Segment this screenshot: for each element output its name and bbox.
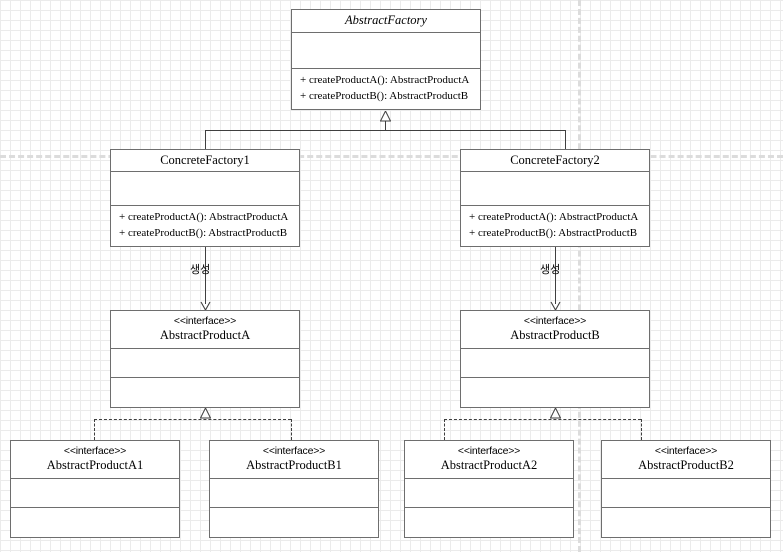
class-operations-abstract-product-a2	[405, 508, 573, 537]
edge-label-create-right: 생성	[540, 264, 561, 276]
class-stereotype-abstract-product-a1: <<interface>>	[63, 445, 127, 458]
operation-row: + createProductB(): AbstractProductB	[119, 227, 288, 240]
class-name-abstract-product-a2: AbstractProductA2	[440, 458, 538, 473]
operation-row: + createProductB(): AbstractProductB	[469, 227, 638, 240]
class-box-concrete-factory-1[interactable]: ConcreteFactory1 + createProductA(): Abs…	[110, 149, 300, 247]
class-header-abstract-factory: AbstractFactory	[292, 10, 480, 33]
class-stereotype-abstract-product-a2: <<interface>>	[457, 445, 521, 458]
class-name-abstract-product-b1: AbstractProductB1	[246, 458, 342, 473]
alignment-guide-vertical	[578, 0, 581, 552]
realization-drop-product-b2	[641, 419, 642, 440]
connector-to-concrete-factory-1	[205, 130, 206, 149]
dependency-arrowhead-right	[550, 301, 561, 311]
class-header-concrete-factory-2: ConcreteFactory2	[461, 150, 649, 172]
class-box-abstract-product-b2[interactable]: <<interface>> AbstractProductB2	[601, 440, 771, 538]
class-header-abstract-product-b1: <<interface>> AbstractProductB1	[210, 441, 378, 479]
realization-drop-product-a1	[94, 419, 95, 440]
class-attributes-abstract-product-b1	[210, 479, 378, 508]
class-stereotype-abstract-product-b2: <<interface>>	[654, 445, 718, 458]
connector-create-right	[555, 247, 556, 304]
class-operations-abstract-product-a	[111, 378, 299, 407]
class-attributes-abstract-product-a	[111, 349, 299, 378]
connector-factory-bus	[205, 130, 566, 131]
class-box-abstract-product-a1[interactable]: <<interface>> AbstractProductA1	[10, 440, 180, 538]
class-name-concrete-factory-2: ConcreteFactory2	[510, 152, 600, 167]
operation-row: + createProductA(): AbstractProductA	[300, 74, 470, 87]
class-operations-concrete-factory-2: + createProductA(): AbstractProductA + c…	[461, 206, 649, 246]
class-header-concrete-factory-1: ConcreteFactory1	[111, 150, 299, 172]
class-name-abstract-product-b: AbstractProductB	[510, 328, 600, 343]
class-operations-abstract-product-b2	[602, 508, 770, 537]
class-attributes-abstract-product-b2	[602, 479, 770, 508]
connector-create-left	[205, 247, 206, 304]
connector-factory-stem	[385, 121, 386, 130]
class-stereotype-abstract-product-b: <<interface>>	[523, 315, 587, 328]
class-operations-abstract-product-a1	[11, 508, 179, 537]
operation-row: + createProductB(): AbstractProductB	[300, 90, 469, 102]
realization-arrowhead-product-b	[550, 408, 561, 419]
class-box-abstract-product-a[interactable]: <<interface>> AbstractProductA	[110, 310, 300, 408]
realization-drop-product-a2	[444, 419, 445, 440]
class-operations-concrete-factory-1: + createProductA(): AbstractProductA + c…	[111, 206, 299, 246]
class-stereotype-abstract-product-b1: <<interface>>	[262, 445, 326, 458]
class-attributes-abstract-product-a1	[11, 479, 179, 508]
class-name-abstract-factory: AbstractFactory	[345, 13, 427, 28]
realization-bus-product-b	[444, 419, 641, 420]
realization-bus-product-a	[94, 419, 291, 420]
class-name-abstract-product-a: AbstractProductA	[159, 328, 251, 343]
operation-row: + createProductA(): AbstractProductA	[469, 211, 639, 224]
realization-arrowhead-product-a	[200, 408, 211, 419]
class-header-abstract-product-a: <<interface>> AbstractProductA	[111, 311, 299, 349]
class-name-concrete-factory-1: ConcreteFactory1	[160, 152, 250, 167]
class-header-abstract-product-b: <<interface>> AbstractProductB	[461, 311, 649, 349]
class-attributes-abstract-product-b	[461, 349, 649, 378]
class-attributes-abstract-product-a2	[405, 479, 573, 508]
class-header-abstract-product-a2: <<interface>> AbstractProductA2	[405, 441, 573, 479]
class-name-abstract-product-a1: AbstractProductA1	[46, 458, 144, 473]
class-box-abstract-product-a2[interactable]: <<interface>> AbstractProductA2	[404, 440, 574, 538]
class-operations-abstract-product-b	[461, 378, 649, 407]
class-attributes-abstract-factory	[292, 33, 480, 69]
class-box-concrete-factory-2[interactable]: ConcreteFactory2 + createProductA(): Abs…	[460, 149, 650, 247]
class-operations-abstract-product-b1	[210, 508, 378, 537]
class-box-abstract-product-b1[interactable]: <<interface>> AbstractProductB1	[209, 440, 379, 538]
connector-to-concrete-factory-2	[565, 130, 566, 149]
class-header-abstract-product-a1: <<interface>> AbstractProductA1	[11, 441, 179, 479]
class-operations-abstract-factory: + createProductA(): AbstractProductA + c…	[292, 69, 480, 109]
class-box-abstract-product-b[interactable]: <<interface>> AbstractProductB	[460, 310, 650, 408]
alignment-guide-horizontal	[0, 155, 783, 158]
class-header-abstract-product-b2: <<interface>> AbstractProductB2	[602, 441, 770, 479]
class-name-abstract-product-b2: AbstractProductB2	[638, 458, 734, 473]
class-attributes-concrete-factory-2	[461, 172, 649, 207]
class-stereotype-abstract-product-a: <<interface>>	[173, 315, 237, 328]
operation-row: + createProductA(): AbstractProductA	[119, 211, 289, 224]
realization-drop-product-b1	[291, 419, 292, 440]
class-box-abstract-factory[interactable]: AbstractFactory + createProductA(): Abst…	[291, 9, 481, 110]
edge-label-create-left: 생성	[190, 264, 211, 276]
dependency-arrowhead-left	[200, 301, 211, 311]
class-attributes-concrete-factory-1	[111, 172, 299, 207]
